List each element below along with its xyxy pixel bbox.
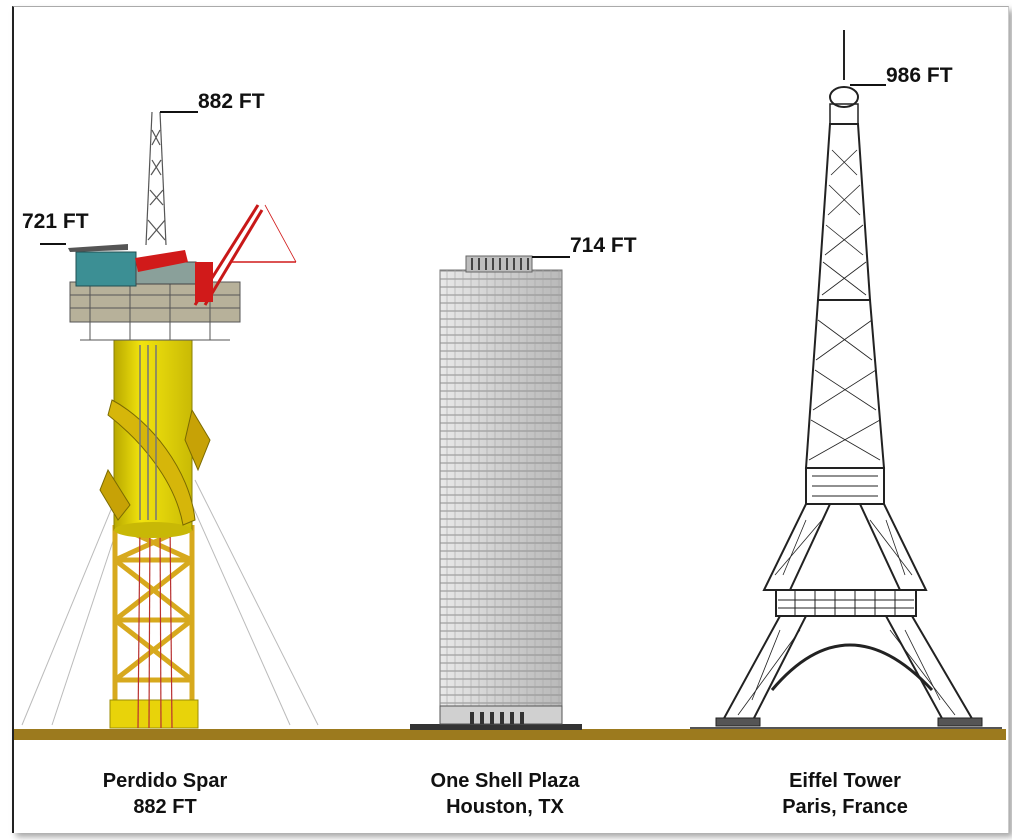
- eiffel-tower-illustration: [690, 30, 1002, 729]
- spar-top-height-label: 882 FT: [198, 90, 265, 113]
- one-shell-plaza-location: Houston, TX: [446, 796, 564, 818]
- eiffel-top-height-label: 986 FT: [886, 64, 953, 87]
- eiffel-tower-location: Paris, France: [782, 796, 908, 818]
- eiffel-tower-name: Eiffel Tower: [789, 770, 901, 792]
- one-shell-plaza-illustration: [410, 255, 582, 730]
- perdido-spar-name: Perdido Spar: [102, 770, 228, 792]
- one-shell-plaza-caption: One Shell Plaza Houston, TX: [385, 768, 625, 820]
- eiffel-tower-caption: Eiffel Tower Paris, France: [725, 768, 965, 820]
- ground-strip: [14, 729, 1006, 740]
- perdido-spar-caption: Perdido Spar 882 FT: [45, 768, 285, 820]
- perdido-spar-illustration: [21, 111, 319, 729]
- spar-deck-height-label: 721 FT: [22, 210, 89, 233]
- one-shell-plaza-name: One Shell Plaza: [430, 770, 580, 792]
- perdido-spar-height: 882 FT: [133, 796, 197, 818]
- plaza-top-height-label: 714 FT: [570, 234, 637, 257]
